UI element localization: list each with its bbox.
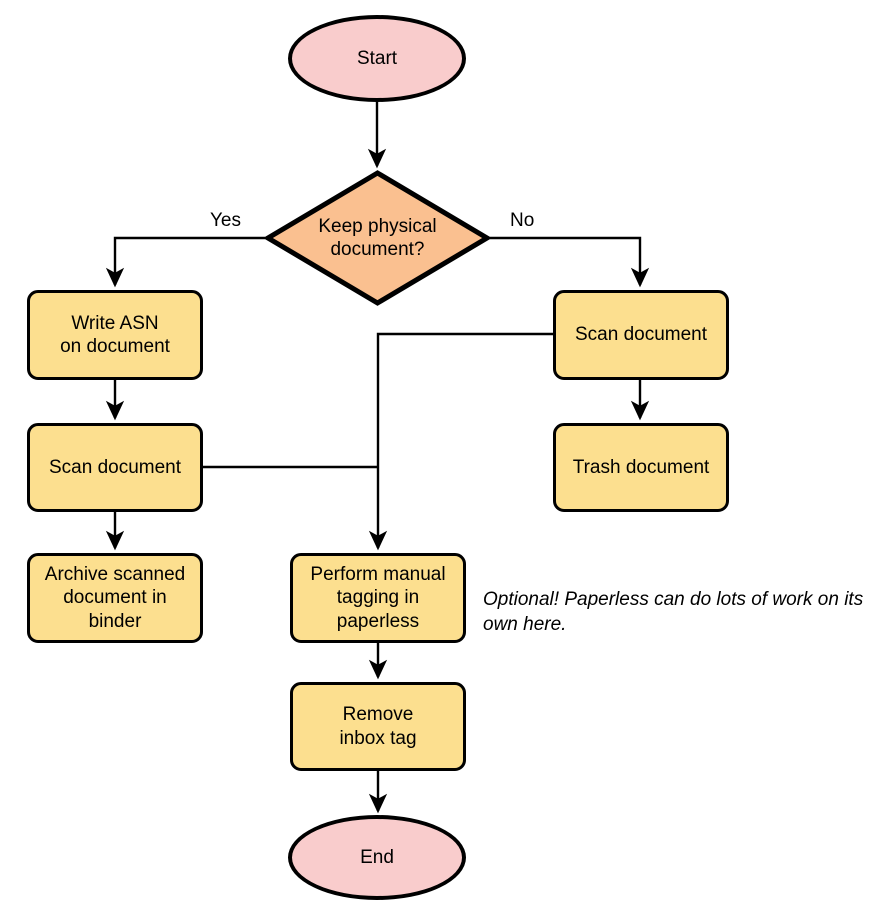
node-start-label: Start xyxy=(356,47,398,69)
edge-label-yes: Yes xyxy=(210,210,241,231)
node-write-asn-label: Write ASN on document xyxy=(60,312,170,357)
node-remove-inbox-tag-label: Remove inbox tag xyxy=(339,704,417,749)
annotation-optional-note: Optional! Paperless can do lots of work … xyxy=(483,589,864,636)
node-scan-document-right-label: Scan document xyxy=(574,324,708,346)
node-manual-tagging[interactable]: Perform manual tagging in paperless xyxy=(290,553,466,643)
node-trash-document[interactable]: Trash document xyxy=(553,423,729,512)
node-end-label: End xyxy=(360,846,394,868)
node-archive-binder[interactable]: Archive scanned document in binder xyxy=(27,553,203,643)
node-write-asn[interactable]: Write ASN on document xyxy=(27,290,203,380)
node-keep-physical-document-label: Keep physical document? xyxy=(318,215,437,260)
edge-decision-no-to-scan-right xyxy=(490,236,650,288)
node-scan-document-left[interactable]: Scan document xyxy=(27,423,203,512)
node-end[interactable]: End xyxy=(288,815,466,900)
edge-label-no: No xyxy=(510,210,535,231)
node-scan-document-right[interactable]: Scan document xyxy=(553,290,729,380)
edge-decision-yes-to-write-asn xyxy=(105,236,265,288)
diamond-shape xyxy=(265,170,490,306)
node-start[interactable]: Start xyxy=(288,15,466,102)
node-trash-document-label: Trash document xyxy=(572,456,710,478)
node-remove-inbox-tag[interactable]: Remove inbox tag xyxy=(290,682,466,771)
node-scan-document-left-label: Scan document xyxy=(48,456,182,478)
node-manual-tagging-label: Perform manual tagging in paperless xyxy=(310,563,446,632)
edge-scan-right-to-tagging xyxy=(368,332,553,551)
node-keep-physical-document[interactable]: Keep physical document? xyxy=(265,170,490,306)
node-archive-binder-label: Archive scanned document in binder xyxy=(44,563,186,632)
